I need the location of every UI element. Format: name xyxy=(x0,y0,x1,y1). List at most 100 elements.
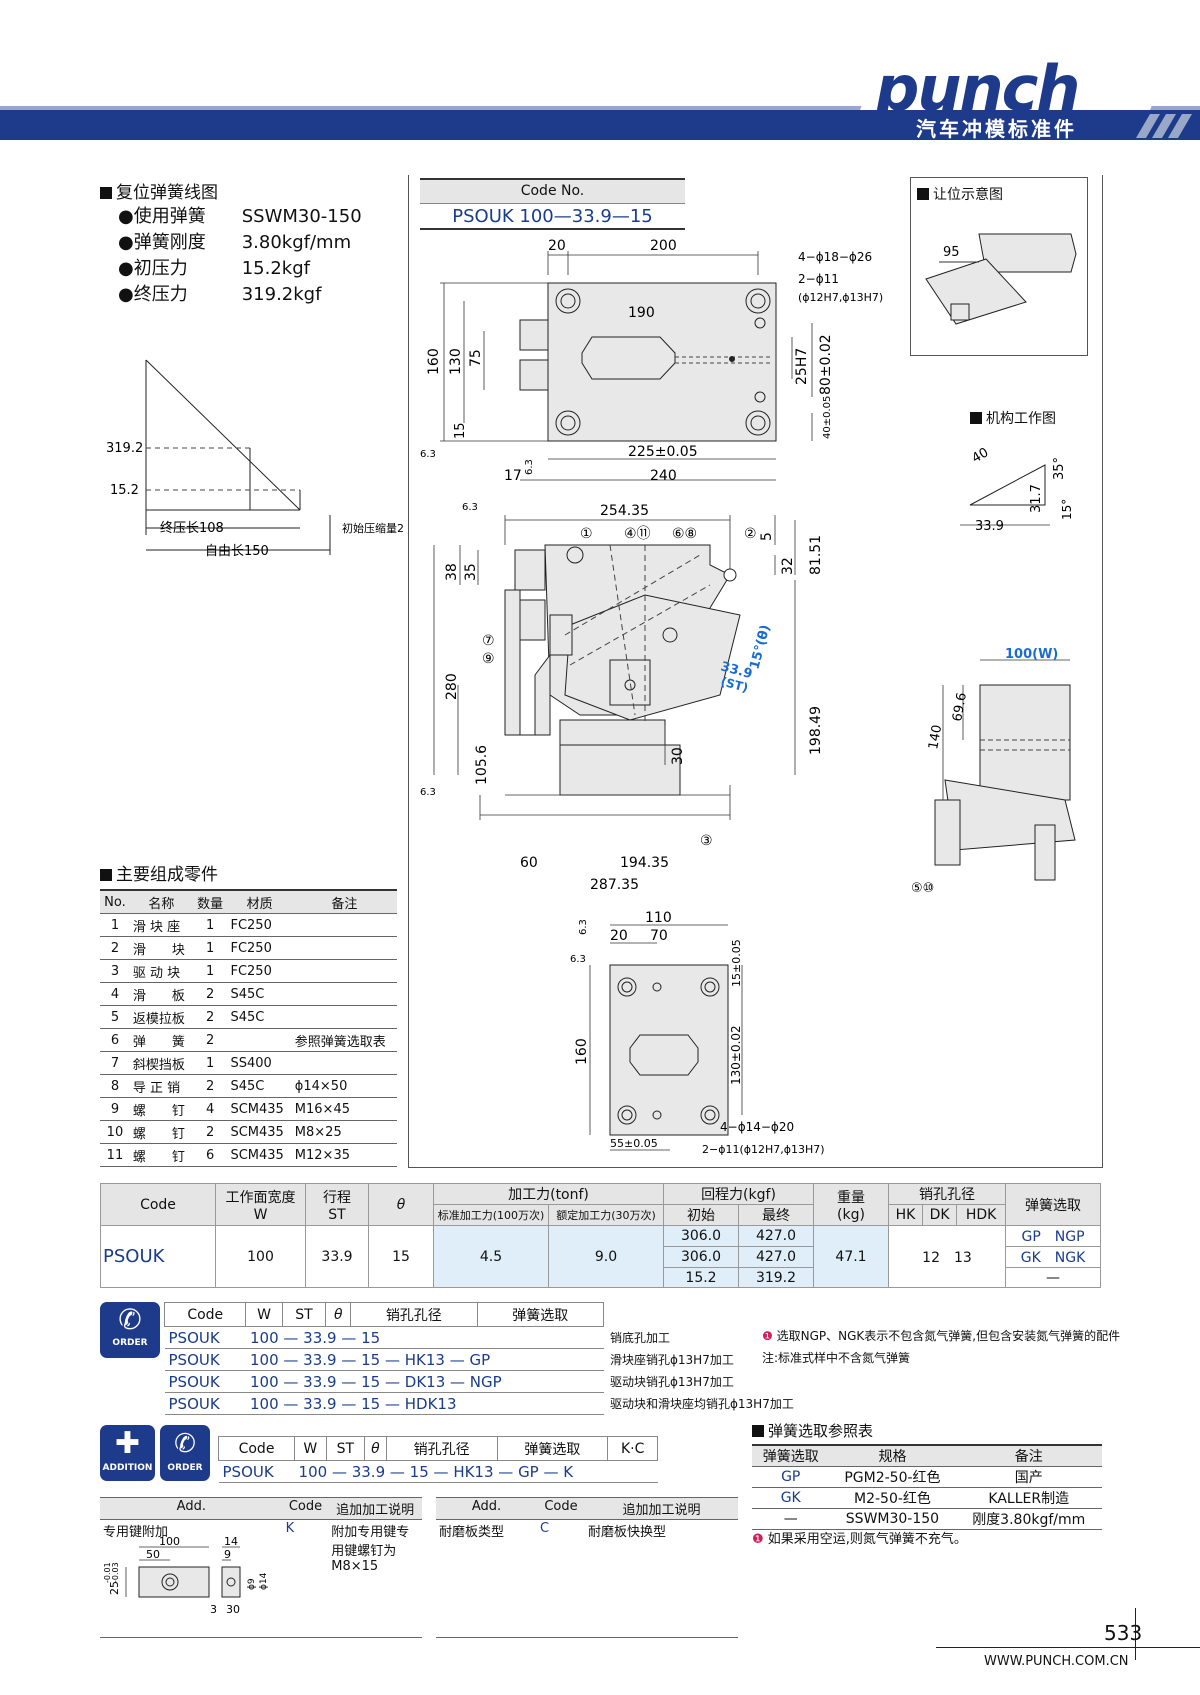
dim-label: 130 xyxy=(448,348,464,375)
code-box: Code No. PSOUK 100—33.9—15 xyxy=(420,178,685,230)
order-badge-small: ✆ ORDER xyxy=(160,1425,210,1481)
logo: punch xyxy=(875,52,1081,125)
roughness-label: 6.3 xyxy=(570,954,586,965)
order-note: 销底孔加工 xyxy=(610,1331,671,1345)
dim-label: 160 xyxy=(574,1038,590,1065)
svg-text:9: 9 xyxy=(224,1548,231,1561)
spring-graph: 319.2 15.2 终压长108 初始压缩量2 自由长150 xyxy=(106,359,404,559)
callout: ⑥⑧ xyxy=(672,526,697,542)
clearance-diagram: 95 xyxy=(925,233,1077,325)
page-number: 533 xyxy=(1104,1621,1143,1645)
x-label: 初始压缩量2 xyxy=(342,521,404,535)
code-box-value: PSOUK 100—33.9—15 xyxy=(420,204,685,230)
dim-label: 4−ϕ18−ϕ26 xyxy=(798,250,872,264)
svg-text:25: 25 xyxy=(108,1581,121,1595)
callout: ⑦ xyxy=(482,633,495,649)
table-header-row: No.名称 数量材质 备注 xyxy=(100,889,397,914)
clearance-box: 让位示意图 95 xyxy=(910,177,1088,356)
dim-label: 225±0.05 xyxy=(628,444,698,460)
svg-text:100: 100 xyxy=(159,1535,180,1548)
dim-label: 80±0.02 xyxy=(818,334,834,395)
square-bullet-icon xyxy=(970,412,982,424)
order-note: 驱动块销孔ϕ13H7加工 xyxy=(610,1375,734,1389)
dim-label: 15° xyxy=(1060,499,1074,520)
dim-label: 198.49 xyxy=(808,706,824,755)
dim-label: 30 xyxy=(670,747,686,765)
table-row: PSOUK 100 33.9 15 4.5 9.0 306.0 427.0 47… xyxy=(100,1225,1101,1288)
order-badge: ✆ ORDER xyxy=(100,1302,160,1358)
mechanism-title: 机构工作图 xyxy=(970,408,1056,428)
square-bullet-icon xyxy=(917,188,929,200)
callout: ⑨ xyxy=(482,651,495,667)
bottom-view-drawing: 110 6.3 20 70 6.3 15±0.05 160 130±0.02 4… xyxy=(570,910,825,1156)
svg-text:14: 14 xyxy=(224,1535,238,1548)
square-bullet-icon xyxy=(100,187,112,199)
dim-label: 2−ϕ11 xyxy=(798,272,839,286)
dim-label: 35° xyxy=(1052,457,1067,480)
dim-label: 40±0.05 xyxy=(822,396,833,439)
x-label: 终压长108 xyxy=(160,520,224,536)
y-label: 319.2 xyxy=(106,441,143,456)
dim-label: 160 xyxy=(426,348,442,375)
header-subtitle: 汽车冲模标准件 xyxy=(916,117,1077,141)
dim-label: 15 xyxy=(453,422,468,439)
footer-url: WWW.PUNCH.COM.CN xyxy=(984,1654,1129,1669)
dim-label: 105.6 xyxy=(474,745,490,785)
callout: ④⑪ xyxy=(624,526,651,542)
square-bullet-icon xyxy=(100,869,112,881)
roughness-label: 6.3 xyxy=(524,459,535,475)
remark-1: ❶ 选取NGP、NGK表示不包含氮气弹簧,但包含安装氮气弹簧的配件 xyxy=(762,1329,1121,1343)
phone-icon: ✆ xyxy=(118,1303,142,1336)
dim-label: 75 xyxy=(468,349,484,367)
dim-label: 81.51 xyxy=(808,535,824,575)
dim-label: 2−ϕ11(ϕ12H7,ϕ13H7) xyxy=(702,1143,825,1156)
width-label: 100(W) xyxy=(1005,647,1058,662)
dim-label: 280 xyxy=(444,673,460,700)
dim-label: 200 xyxy=(650,238,677,254)
mechanism-diagram: 40 35° 31.7 15° 33.9 xyxy=(960,445,1074,534)
parts-title: 主要组成零件 xyxy=(100,860,218,885)
dim-label: 25H7 xyxy=(794,348,810,385)
dim-label: 69.6 xyxy=(950,692,970,723)
order-notes: 销底孔加工滑块座销孔ϕ13H7加工驱动块销孔ϕ13H7加工驱动块和滑块座均销孔ϕ… xyxy=(610,1327,794,1415)
dim-label: 40 xyxy=(970,445,992,466)
dim-label: 110 xyxy=(645,910,672,926)
spring-ref-title: 弹簧选取参照表 xyxy=(752,1420,873,1441)
y-label: 15.2 xyxy=(110,483,139,498)
dim-label: 4−ϕ14−ϕ20 xyxy=(720,1120,794,1134)
dim-label: 130±0.02 xyxy=(729,1025,743,1085)
dim-label: 20 xyxy=(548,238,566,254)
dim-label: 287.35 xyxy=(590,877,639,893)
roughness-label: 6.3 xyxy=(578,919,589,935)
roughness-label: 6.3 xyxy=(420,787,436,798)
x-label: 自由长150 xyxy=(205,544,269,559)
iso-view-drawing: 100(W) 69.6 140 ⑤⑩ xyxy=(911,647,1076,896)
dim-label: 55±0.05 xyxy=(610,1137,658,1150)
dim-label: 60 xyxy=(520,855,538,871)
angle-label: 15°(θ) xyxy=(747,623,773,671)
square-bullet-icon xyxy=(752,1425,764,1437)
table-row: PSOUK 100 — 33.9 — 15 — HK13 — GP — K xyxy=(218,1460,658,1483)
spring-ref-note: ❶ 如果采用空运,则氮气弹簧不充气。 xyxy=(752,1532,967,1547)
dim-label: 190 xyxy=(628,305,655,321)
